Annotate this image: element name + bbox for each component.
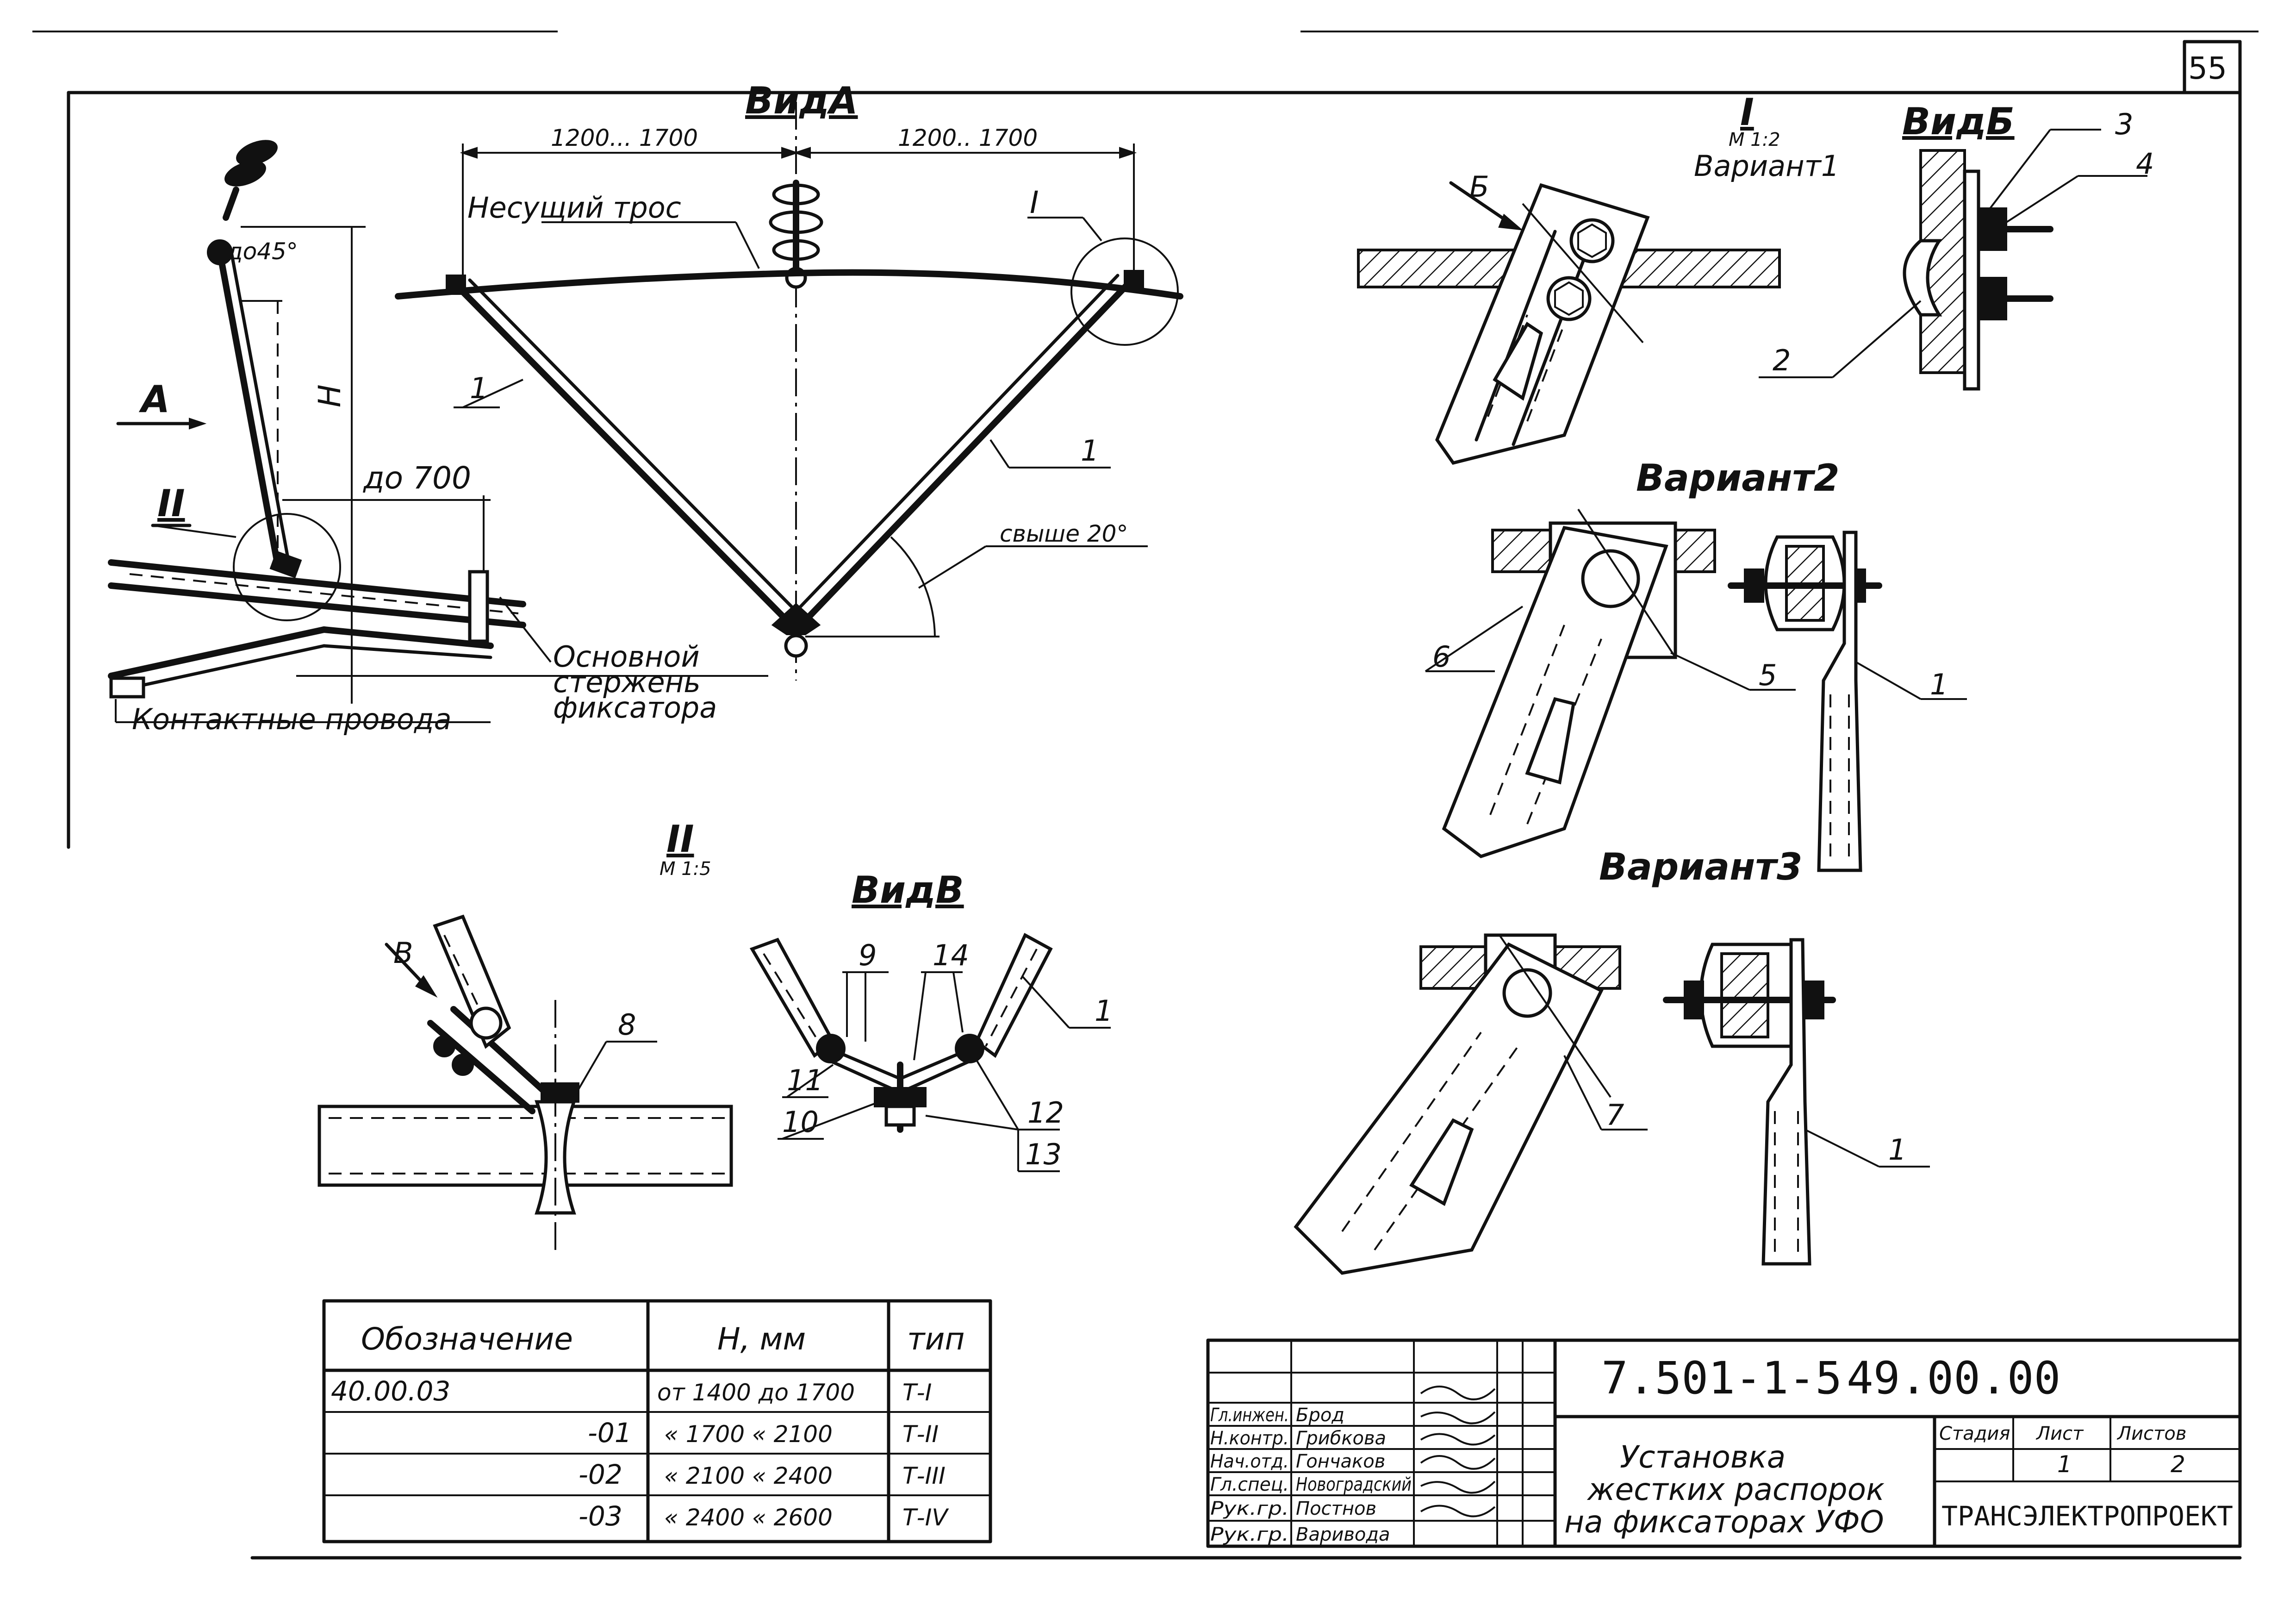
svg-text:Гл.инжен.: Гл.инжен. xyxy=(1210,1405,1289,1426)
table-row-3-range: « 2100 « 2400 xyxy=(664,1462,833,1489)
svg-text:жестких распорок: жестких распорок xyxy=(1587,1472,1885,1507)
dim-h-label: Н xyxy=(312,384,348,407)
variant-table xyxy=(322,1299,992,1543)
sheet-number: 55 xyxy=(2188,50,2227,86)
stage-header: Стадия xyxy=(1939,1423,2010,1444)
variant-2-pos-6: 6 xyxy=(1432,640,1450,674)
table-row-1-code: 40.00.03 xyxy=(331,1375,450,1407)
table-row-3-code: -02 xyxy=(579,1459,622,1490)
arrow-a-label: А xyxy=(138,378,170,421)
variant-3-pos-1: 1 xyxy=(1888,1133,1906,1167)
view-b-pos-2: 2 xyxy=(1773,344,1791,377)
sheet-header: Лист xyxy=(2035,1423,2084,1444)
dim-700-label: до 700 xyxy=(363,460,471,496)
view-v-pos-1: 1 xyxy=(1095,994,1113,1028)
doc-title: Установка жестких распорок на фиксаторах… xyxy=(1564,1439,1885,1540)
svg-text:Постнов: Постнов xyxy=(1296,1498,1376,1519)
svg-text:Варивода: Варивода xyxy=(1296,1524,1390,1545)
mark-ii-label: II xyxy=(157,482,185,525)
dim-right-label: 1200.. 1700 xyxy=(898,125,1038,151)
arrow-v-label: В xyxy=(393,936,413,970)
strut-right-pos: 1 xyxy=(1081,434,1099,468)
table-row-4-range: « 2400 « 2600 xyxy=(664,1504,833,1531)
dim-left-label: 1200... 1700 xyxy=(551,125,698,151)
svg-text:Рук.гр.: Рук.гр. xyxy=(1210,1524,1289,1545)
svg-text:Новоградский: Новоградский xyxy=(1296,1474,1412,1495)
table-row-4-code: -03 xyxy=(579,1500,622,1532)
cable-label: Несущий трос xyxy=(467,191,681,225)
table-row-1-range: от 1400 до 1700 xyxy=(657,1379,855,1406)
svg-text:фиксатора: фиксатора xyxy=(553,691,717,725)
variant-2-drawing xyxy=(1425,508,1967,872)
title-block xyxy=(1206,1338,2242,1548)
table-row-4-type: Т-IV xyxy=(902,1504,949,1531)
sheets-value: 2 xyxy=(2171,1451,2185,1478)
svg-text:Гончаков: Гончаков xyxy=(1296,1451,1385,1472)
detail-ii-pos-8: 8 xyxy=(618,1008,636,1042)
view-v-title: ВидВ xyxy=(852,868,964,912)
main-rod-label: Основной стержень фиксатора xyxy=(553,640,717,725)
view-v-pos-12: 12 xyxy=(1027,1096,1064,1130)
svg-text:Грибкова: Грибкова xyxy=(1296,1428,1386,1449)
arrow-b-label: Б xyxy=(1469,170,1489,204)
table-row-2-range: « 1700 « 2100 xyxy=(664,1421,833,1448)
table-header-h: Н, мм xyxy=(717,1321,806,1357)
view-b-drawing xyxy=(1759,129,2147,391)
detail-i-variant: Вариант1 xyxy=(1694,149,1839,183)
table-header-type: тип xyxy=(907,1321,965,1357)
strut-left-pos: 1 xyxy=(470,371,488,405)
view-a-title: ВидА xyxy=(745,79,858,122)
svg-text:Рук.гр.: Рук.гр. xyxy=(1210,1498,1289,1519)
view-b-pos-4: 4 xyxy=(2136,147,2154,181)
view-v-pos-9: 9 xyxy=(859,938,877,972)
detail-i-drawing xyxy=(1357,181,1781,465)
svg-text:Основной: Основной xyxy=(553,640,700,674)
svg-text:Брод: Брод xyxy=(1296,1405,1344,1426)
contact-wires-label: Контактные провода xyxy=(132,702,452,736)
view-v-pos-14: 14 xyxy=(933,938,969,972)
detail-ii-drawing xyxy=(317,914,733,1250)
svg-text:стержень: стержень xyxy=(553,665,701,699)
table-row-2-code: -01 xyxy=(588,1417,632,1449)
svg-text:Н.контр.: Н.контр. xyxy=(1210,1428,1289,1449)
table-header-designation: Обозначение xyxy=(361,1321,573,1357)
angle-45-label: до45° xyxy=(226,238,298,265)
sheet-value: 1 xyxy=(2057,1451,2072,1478)
view-v-drawing xyxy=(749,933,1111,1172)
svg-text:Гл.спец.: Гл.спец. xyxy=(1210,1474,1289,1495)
sheets-header: Листов xyxy=(2116,1423,2186,1444)
view-b-pos-3: 3 xyxy=(2115,107,2133,141)
svg-text:Нач.отд.: Нач.отд. xyxy=(1210,1451,1289,1472)
sheet-frame xyxy=(32,31,2259,1560)
table-row-1-type: Т-I xyxy=(902,1379,932,1406)
view-v-pos-11: 11 xyxy=(787,1063,823,1097)
view-a-drawing xyxy=(395,102,1183,681)
doc-code: 7.501-1-5 xyxy=(1601,1352,1842,1404)
staff-list: Гл.инжен. Брод Н.контр. Грибкова Нач.отд… xyxy=(1210,1405,1412,1545)
detail-ii-scale: М 1:5 xyxy=(660,858,711,880)
variant-3-pos-7: 7 xyxy=(1606,1098,1624,1132)
variant-2-title: Вариант2 xyxy=(1636,456,1840,500)
angle-20-label: свыше 20° xyxy=(1000,520,1128,547)
view-b-title: ВидБ xyxy=(1902,100,2015,143)
variant-3-title: Вариант3 xyxy=(1599,845,1803,888)
side-view xyxy=(108,140,768,723)
doc-number: 49.00.00 xyxy=(1847,1352,2060,1404)
svg-text:Установка: Установка xyxy=(1620,1439,1786,1475)
variant-3-drawing xyxy=(1294,933,1930,1275)
detail-ii-title: II xyxy=(666,818,694,861)
svg-text:на фиксаторах УФО: на фиксаторах УФО xyxy=(1564,1504,1884,1540)
table-row-2-type: Т-II xyxy=(902,1421,939,1448)
table-row-3-type: Т-III xyxy=(902,1462,946,1489)
organization: ТРАНСЭЛЕКТРОПРОЕКТ xyxy=(1941,1500,2233,1532)
detail-i-title: I xyxy=(1740,91,1754,134)
variant-2-pos-5: 5 xyxy=(1759,658,1777,692)
view-v-pos-10: 10 xyxy=(782,1105,819,1139)
view-v-pos-13: 13 xyxy=(1025,1137,1062,1171)
mark-i-label: I xyxy=(1030,185,1039,220)
variant-2-pos-1: 1 xyxy=(1930,668,1948,701)
detail-i-scale: М 1:2 xyxy=(1729,129,1780,150)
